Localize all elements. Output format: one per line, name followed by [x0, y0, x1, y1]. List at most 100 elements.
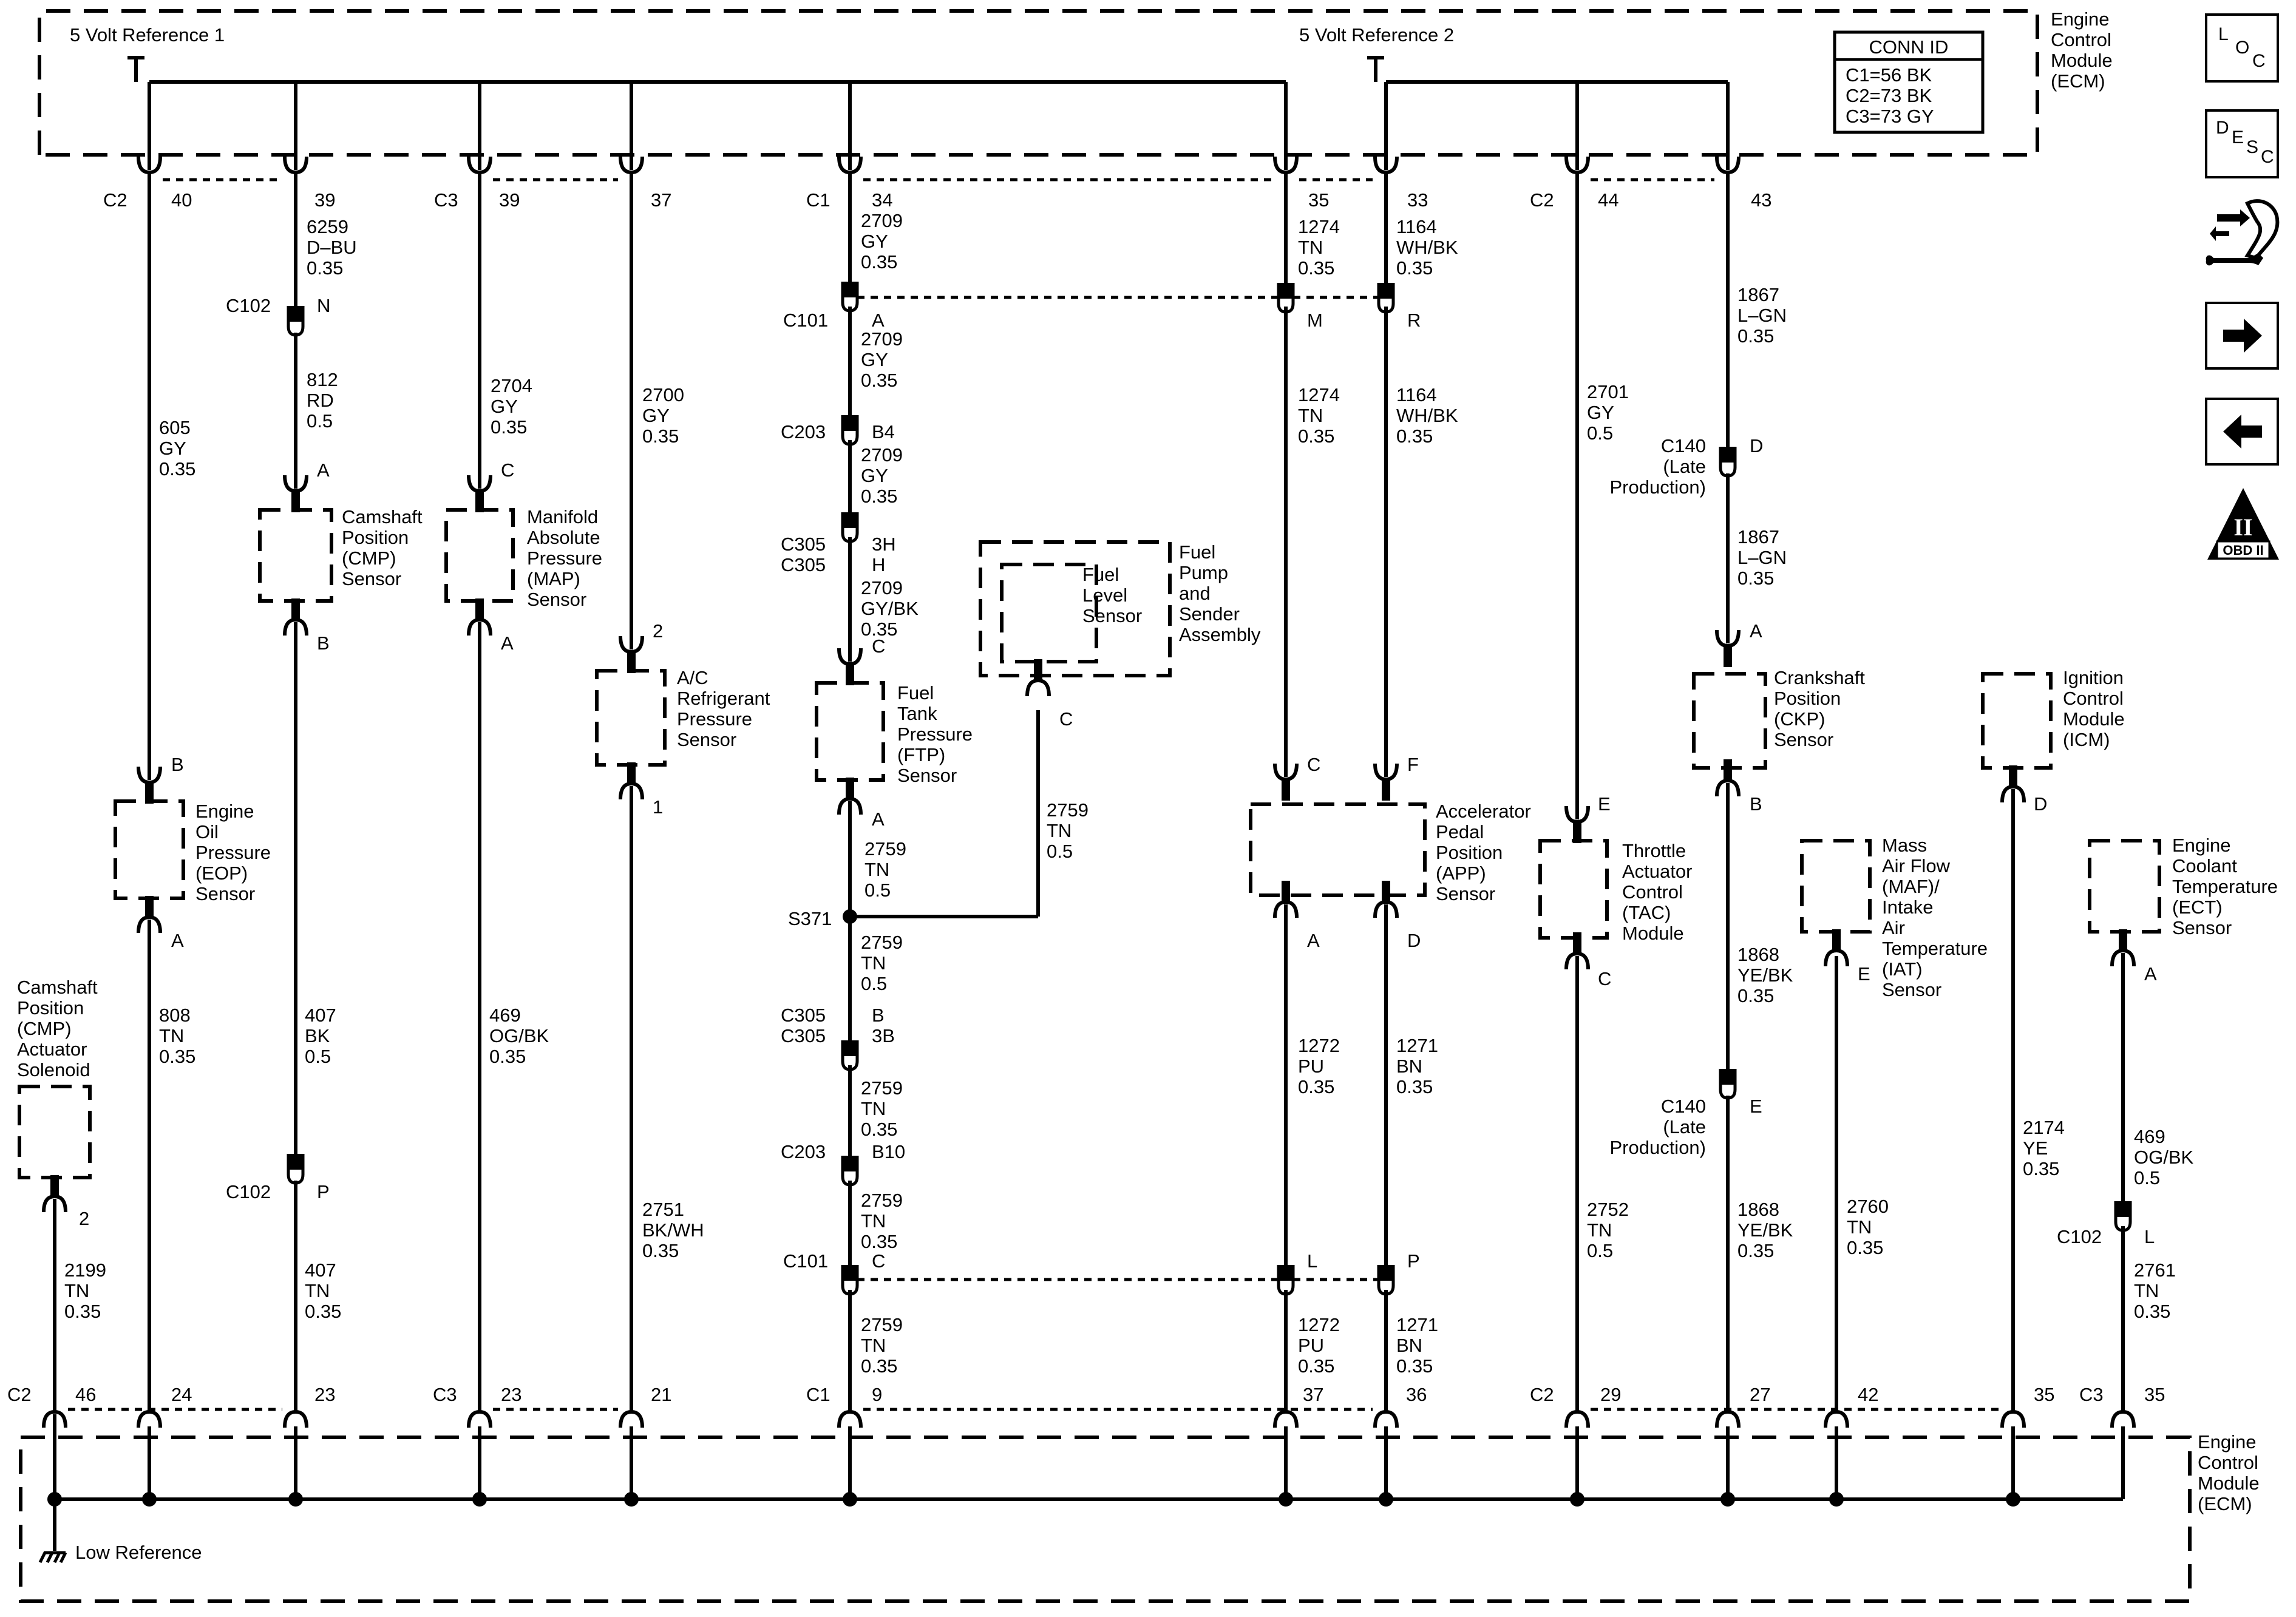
svg-text:B: B	[872, 1005, 885, 1026]
svg-text:C3: C3	[433, 1384, 457, 1405]
svg-text:TN: TN	[861, 952, 886, 974]
svg-text:C3=73 GY: C3=73 GY	[1846, 106, 1934, 127]
top-pin-labels: C2 40 39 C3 39 37 C1 34 35 33 C2 44 43	[103, 189, 1771, 211]
inline-connectors	[288, 282, 2130, 1294]
ecm-top-label: Engine Control Module (ECM)	[2051, 8, 2113, 92]
svg-text:35: 35	[2144, 1384, 2165, 1405]
svg-text:1272: 1272	[1298, 1314, 1340, 1335]
svg-text:Mass: Mass	[1882, 835, 1927, 856]
svg-text:0.35: 0.35	[1298, 425, 1334, 447]
svg-text:0.35: 0.35	[861, 251, 897, 273]
svg-text:Pressure: Pressure	[677, 708, 752, 730]
svg-text:0.35: 0.35	[1396, 425, 1433, 447]
svg-text:2709: 2709	[861, 210, 903, 231]
svg-text:27: 27	[1750, 1384, 1770, 1405]
svg-text:0.35: 0.35	[1737, 985, 1774, 1006]
svg-text:TN: TN	[864, 859, 889, 880]
svg-text:A: A	[317, 459, 330, 481]
svg-text:Assembly: Assembly	[1179, 624, 1261, 645]
svg-text:E: E	[1750, 1096, 1762, 1117]
next-page-button[interactable]	[2205, 302, 2279, 370]
loc-letter-o: O	[2235, 38, 2250, 58]
svg-text:GY: GY	[642, 405, 670, 426]
svg-text:YE/BK: YE/BK	[1737, 964, 1793, 986]
loc-button[interactable]: L O C	[2205, 13, 2279, 83]
svg-text:2759: 2759	[861, 932, 903, 953]
desc-button[interactable]: D E S C	[2205, 109, 2279, 178]
svg-text:2199: 2199	[64, 1259, 106, 1281]
svg-text:35: 35	[2034, 1384, 2054, 1405]
svg-text:L–GN: L–GN	[1737, 305, 1787, 326]
svg-text:0.35: 0.35	[1396, 1076, 1433, 1097]
svg-text:3H: 3H	[872, 534, 896, 555]
svg-text:C: C	[872, 636, 885, 657]
svg-text:Actuator: Actuator	[17, 1039, 87, 1060]
svg-text:BN: BN	[1396, 1335, 1422, 1356]
svg-text:2709: 2709	[861, 577, 903, 598]
repair-wrench-icon[interactable]	[2205, 197, 2281, 276]
svg-text:2: 2	[79, 1208, 89, 1229]
svg-text:Module: Module	[2063, 708, 2125, 730]
svg-text:46: 46	[75, 1384, 96, 1405]
obd-mark: II	[2233, 514, 2252, 541]
obd-ii-button[interactable]: II OBD II	[2205, 486, 2281, 563]
svg-text:0.5: 0.5	[1587, 1240, 1613, 1261]
svg-text:RD: RD	[307, 390, 334, 411]
low-ref-label: Low Reference	[75, 1542, 202, 1563]
svg-text:0.35: 0.35	[1737, 568, 1774, 589]
svg-text:C2: C2	[1530, 189, 1554, 211]
svg-text:Engine: Engine	[2198, 1431, 2257, 1453]
svg-text:(ECM): (ECM)	[2198, 1493, 2252, 1514]
svg-text:Air: Air	[1882, 917, 1905, 938]
top-ecm-connectors	[138, 157, 1739, 186]
desc-letter-s: S	[2246, 137, 2259, 157]
svg-text:33: 33	[1407, 189, 1428, 211]
ecm-bottom-label: Engine Control Module (ECM)	[2198, 1431, 2260, 1514]
svg-text:0.35: 0.35	[2134, 1301, 2170, 1322]
bottom-ecm-connectors	[44, 1398, 2134, 1428]
svg-text:0.35: 0.35	[861, 1231, 897, 1252]
svg-text:Module: Module	[1622, 923, 1684, 944]
svg-text:0.35: 0.35	[1396, 1355, 1433, 1377]
svg-text:Position: Position	[342, 527, 409, 548]
svg-text:0.35: 0.35	[305, 1301, 341, 1322]
svg-text:(EOP): (EOP)	[195, 863, 248, 884]
svg-text:C2: C2	[7, 1384, 32, 1405]
svg-text:PU: PU	[1298, 1335, 1324, 1356]
svg-text:(CMP): (CMP)	[342, 547, 396, 569]
ecm-bottom-enclosure	[19, 1436, 2192, 1603]
svg-text:Throttle: Throttle	[1622, 840, 1686, 861]
svg-text:Sensor: Sensor	[1882, 979, 1941, 1000]
svg-text:TN: TN	[64, 1280, 89, 1301]
svg-text:34: 34	[872, 189, 892, 211]
previous-page-button[interactable]	[2205, 398, 2279, 466]
svg-text:Crankshaft: Crankshaft	[1774, 667, 1865, 688]
svg-text:Module: Module	[2198, 1473, 2260, 1494]
svg-text:N: N	[317, 295, 330, 316]
svg-text:(APP): (APP)	[1436, 863, 1486, 884]
svg-text:OG/BK: OG/BK	[489, 1025, 549, 1046]
svg-text:WH/BK: WH/BK	[1396, 405, 1458, 426]
svg-text:(TAC): (TAC)	[1622, 902, 1671, 923]
svg-text:24: 24	[171, 1384, 192, 1405]
svg-text:3B: 3B	[872, 1025, 895, 1046]
ecm-top-enclosure	[38, 9, 2039, 157]
svg-text:BK/WH: BK/WH	[642, 1219, 704, 1241]
svg-text:Sensor: Sensor	[897, 765, 957, 786]
wires-left	[53, 186, 633, 1398]
svg-text:Accelerator: Accelerator	[1436, 801, 1531, 822]
svg-text:39: 39	[314, 189, 335, 211]
svg-text:0.35: 0.35	[1298, 1355, 1334, 1377]
svg-text:0.35: 0.35	[642, 1240, 679, 1261]
svg-text:Temperature: Temperature	[1882, 938, 1988, 959]
svg-text:(CMP): (CMP)	[17, 1018, 72, 1039]
svg-text:P: P	[317, 1181, 330, 1202]
svg-text:1274: 1274	[1298, 216, 1340, 237]
svg-text:2701: 2701	[1587, 381, 1629, 402]
svg-text:2704: 2704	[491, 375, 532, 396]
svg-text:0.5: 0.5	[2134, 1167, 2160, 1188]
